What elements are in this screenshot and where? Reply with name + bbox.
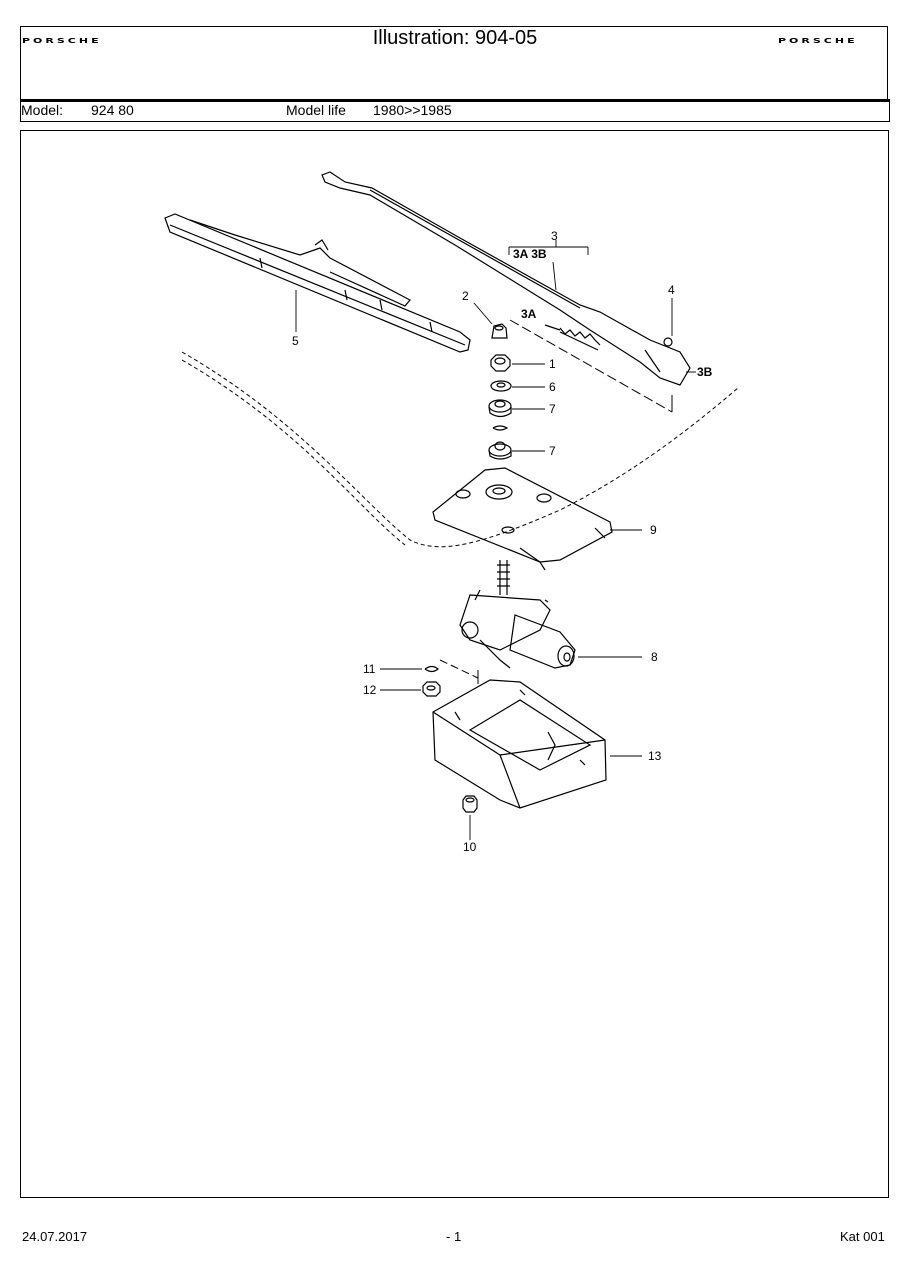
callout-9: 9 (650, 523, 657, 537)
callout-7-upper: 7 (549, 402, 556, 416)
windshield-outline (181, 351, 739, 548)
windshield-outline-inner (181, 359, 406, 546)
wiper-arm (321, 171, 691, 386)
callout-6: 6 (549, 380, 556, 394)
brand-logo-left: PORSCHE (22, 37, 102, 45)
brand-logo-right: PORSCHE (778, 37, 858, 45)
callout-11: 11 (363, 662, 376, 676)
callout-3a: 3A (521, 307, 537, 321)
callout-8: 8 (651, 650, 658, 664)
header-divider (20, 99, 890, 102)
assembly-line-top (509, 319, 673, 413)
model-label: Model: (21, 102, 64, 118)
model-life-label: Model life (286, 102, 346, 118)
callout-3a-3b: 3A 3B (513, 247, 547, 261)
callout-10: 10 (463, 840, 477, 854)
callout-3: 3 (551, 229, 558, 243)
nut-lower (422, 681, 441, 697)
leader-lines (295, 240, 696, 840)
callout-5: 5 (292, 334, 299, 348)
callout-13: 13 (648, 749, 662, 763)
footer-date: 24.07.2017 (22, 1229, 88, 1244)
grommet-upper (488, 399, 512, 418)
spring-3a (544, 324, 601, 351)
clip-small (492, 425, 509, 431)
model-info-row: Model: 924 80 Model life 1980>>1985 (20, 102, 890, 122)
mounting-plate (432, 467, 613, 571)
nut-part (490, 354, 511, 372)
illustration-frame (20, 130, 889, 1198)
wiper-blade (164, 213, 471, 353)
footer-catalog: Kat 001 (840, 1229, 885, 1244)
callout-3b: 3B (697, 365, 713, 379)
header-box (20, 26, 888, 99)
callout-4: 4 (668, 283, 675, 297)
page-title: Illustration: 904-05 (372, 27, 538, 49)
cap-part (491, 323, 508, 339)
callout-1: 1 (549, 357, 556, 371)
washer-part (490, 380, 512, 392)
model-life-value: 1980>>1985 (373, 102, 452, 118)
nut-bottom (462, 795, 478, 813)
footer-page-number: - 1 (446, 1229, 462, 1244)
grommet-lower (488, 441, 512, 460)
callout-12: 12 (363, 683, 377, 697)
clip-part (424, 665, 439, 673)
callout-7-lower: 7 (549, 444, 556, 458)
motor-cover (432, 679, 607, 809)
callout-2: 2 (462, 289, 469, 303)
wiper-motor (459, 560, 576, 669)
model-value: 924 80 (91, 102, 134, 118)
assembly-line-motor (439, 659, 479, 679)
